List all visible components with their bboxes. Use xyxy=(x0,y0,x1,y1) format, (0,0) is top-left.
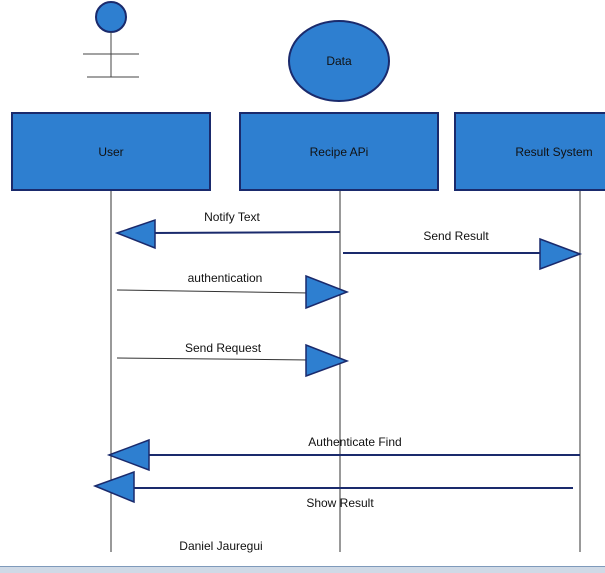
data-store-node: Data xyxy=(288,20,390,102)
message-send-result-label: Send Result xyxy=(423,229,489,243)
stick-figure-icon xyxy=(83,1,139,78)
arrowhead-right-icon xyxy=(305,343,350,378)
participant-user: User xyxy=(11,112,211,191)
message-send-request: Send Request xyxy=(116,341,350,378)
author-label: Daniel Jauregui xyxy=(179,539,262,553)
message-send-request-label: Send Request xyxy=(185,341,262,355)
arrowhead-left-icon xyxy=(92,470,135,504)
arrowhead-right-icon xyxy=(539,237,583,271)
participant-result-label: Result System xyxy=(515,145,592,159)
participant-api-label: Recipe APi xyxy=(310,145,369,159)
data-store-label: Data xyxy=(326,54,352,68)
message-authenticate-find-label: Authenticate Find xyxy=(308,435,401,449)
participant-user-label: User xyxy=(98,145,123,159)
message-notify-label: Notify Text xyxy=(204,210,260,224)
arrowhead-right-icon xyxy=(305,274,350,310)
arrowhead-left-icon xyxy=(114,218,156,250)
message-authentication-label: authentication xyxy=(188,271,263,285)
message-show-result-label: Show Result xyxy=(306,496,374,510)
message-authentication: authentication xyxy=(116,271,350,310)
participant-recipe-api: Recipe APi xyxy=(239,112,439,191)
window-bottom-edge xyxy=(0,566,605,573)
message-authenticate-find: Authenticate Find xyxy=(106,435,580,472)
message-notify-text: Notify Text xyxy=(114,210,341,250)
message-show-result: Show Result xyxy=(92,470,573,510)
message-send-result: Send Result xyxy=(343,229,583,271)
arrowhead-left-icon xyxy=(106,438,150,472)
participant-result-system: Result System xyxy=(454,112,605,191)
